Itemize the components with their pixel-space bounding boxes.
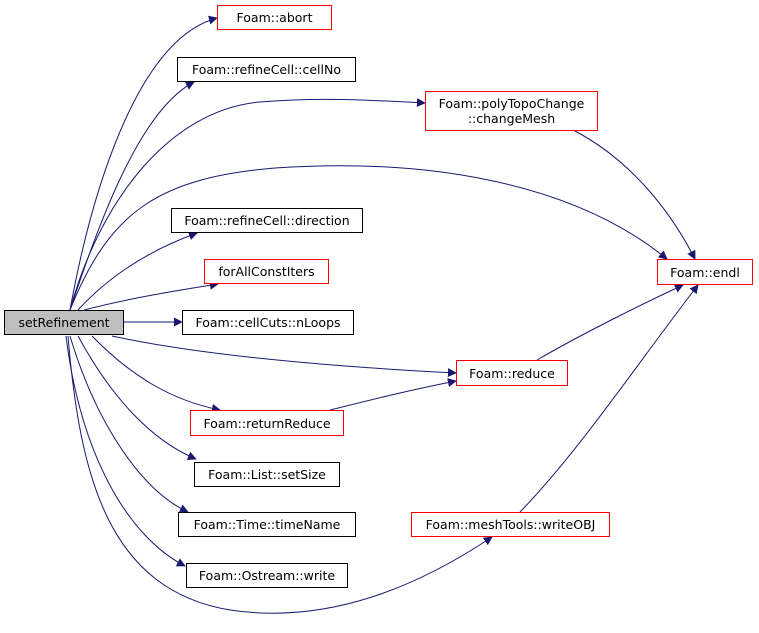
node-label: ::changeMesh — [467, 111, 556, 126]
edge-root-to-cellNo — [69, 81, 195, 311]
node-label: Foam::meshTools::writeOBJ — [425, 517, 596, 532]
edge-reduce-to-endl — [536, 284, 684, 361]
node-reduce[interactable]: Foam::reduce — [456, 360, 568, 386]
edge-root-to-abort — [69, 15, 218, 311]
node-label: Foam::Time::timeName — [193, 517, 341, 532]
edge-root-to-setSize — [77, 335, 197, 461]
node-label: setRefinement — [18, 315, 110, 330]
node-label: Foam::refineCell::direction — [184, 213, 350, 228]
edge-root-to-changeMesh — [69, 98, 426, 311]
node-abort[interactable]: Foam::abort — [217, 5, 332, 30]
edge-writeOBJ-to-endl — [519, 284, 699, 513]
node-forAllConstIters[interactable]: forAllConstIters — [204, 259, 329, 284]
node-label: Foam::refineCell::cellNo — [192, 62, 341, 77]
node-returnReduce[interactable]: Foam::returnReduce — [190, 410, 344, 436]
node-label: Foam::List::setSize — [208, 467, 326, 482]
node-root: setRefinement — [4, 310, 124, 335]
node-label: Foam::polyTopoChange — [438, 96, 585, 111]
node-label: Foam::endl — [670, 264, 740, 280]
edge-root-to-writeOBJ — [67, 335, 493, 614]
edge-root-to-reduce — [111, 335, 457, 378]
node-label: Foam::cellCuts::nLoops — [195, 315, 341, 330]
node-cellNo[interactable]: Foam::refineCell::cellNo — [177, 57, 356, 82]
node-label: Foam::Ostream::write — [198, 568, 336, 583]
node-writeOBJ[interactable]: Foam::meshTools::writeOBJ — [411, 512, 610, 537]
edge-changeMesh-to-endl — [574, 130, 696, 260]
node-direction[interactable]: Foam::refineCell::direction — [171, 208, 363, 233]
edge-root-to-endl — [69, 165, 668, 311]
node-changeMesh[interactable]: Foam::polyTopoChange::changeMesh — [425, 91, 598, 131]
node-label: Foam::abort — [236, 10, 313, 25]
edge-root-to-forAllConstIters — [83, 280, 219, 311]
node-timeName[interactable]: Foam::Time::timeName — [178, 512, 356, 537]
node-label: Foam::reduce — [469, 365, 555, 381]
node-label: Foam::returnReduce — [203, 415, 331, 431]
edge-root-to-timeName — [69, 335, 189, 513]
edge-root-to-write — [65, 335, 186, 567]
node-nLoops[interactable]: Foam::cellCuts::nLoops — [182, 310, 354, 335]
node-setSize[interactable]: Foam::List::setSize — [194, 462, 340, 487]
node-label: forAllConstIters — [218, 264, 315, 279]
node-write[interactable]: Foam::Ostream::write — [186, 563, 348, 588]
edge-returnReduce-to-reduce — [329, 378, 457, 411]
edge-root-to-direction — [77, 231, 198, 311]
edge-root-to-returnReduce — [91, 335, 221, 413]
node-endl[interactable]: Foam::endl — [657, 259, 753, 285]
